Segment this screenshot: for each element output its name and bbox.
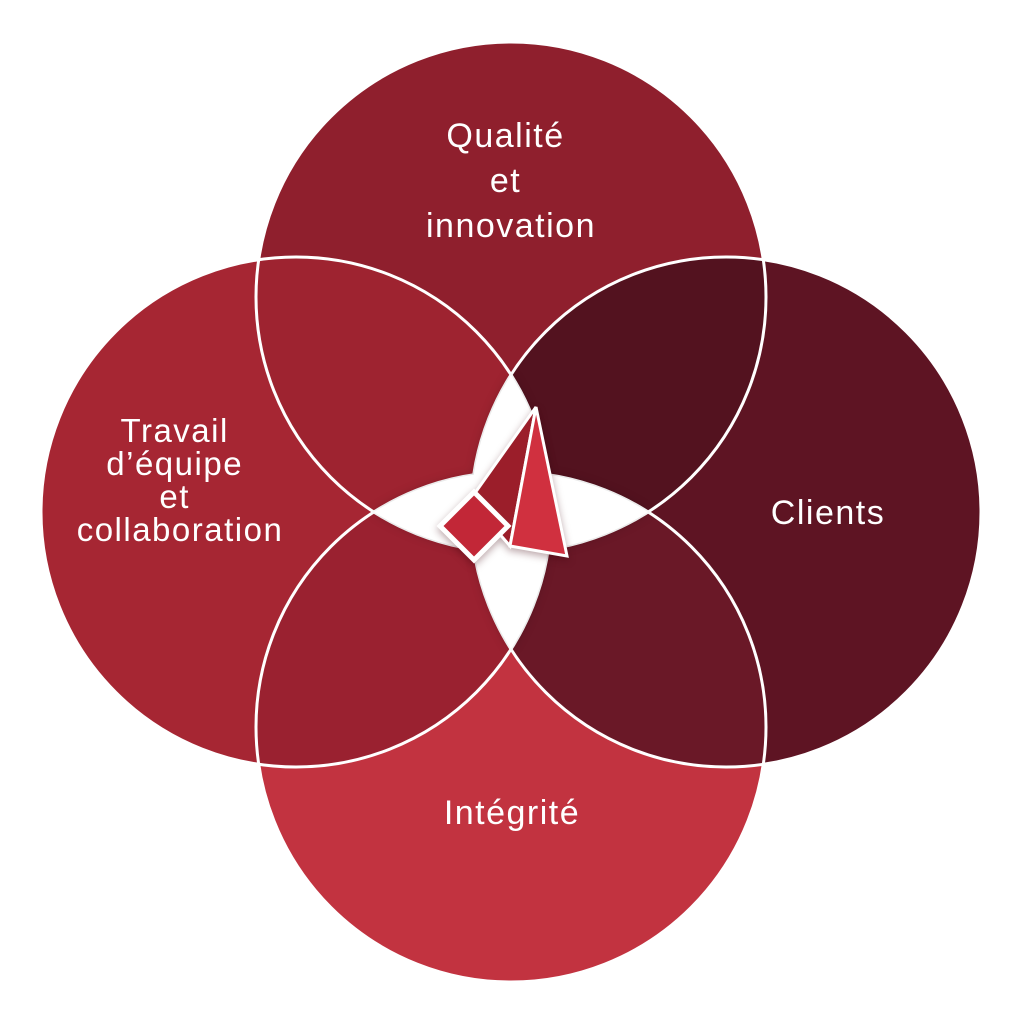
labels: Qualité et innovation Travail d’équipe e… [77,117,885,832]
label-bottom: Intégrité [444,794,580,832]
label-left-line4: collaboration [77,511,284,548]
label-top-line3: innovation [426,207,596,245]
arrow-logo-icon [436,406,569,564]
label-left-line3: et [159,478,190,515]
logo-arrow-shape [508,406,569,558]
label-top: Qualité et innovation [426,117,596,245]
label-top-line1: Qualité [446,117,564,155]
label-left-line2: d’équipe [106,445,243,482]
label-left-line1: Travail [121,412,229,449]
logo-diamond-shape [436,488,512,564]
label-top-line2: et [490,162,521,200]
label-left: Travail d’équipe et collaboration [77,412,284,548]
label-right: Clients [771,494,885,532]
